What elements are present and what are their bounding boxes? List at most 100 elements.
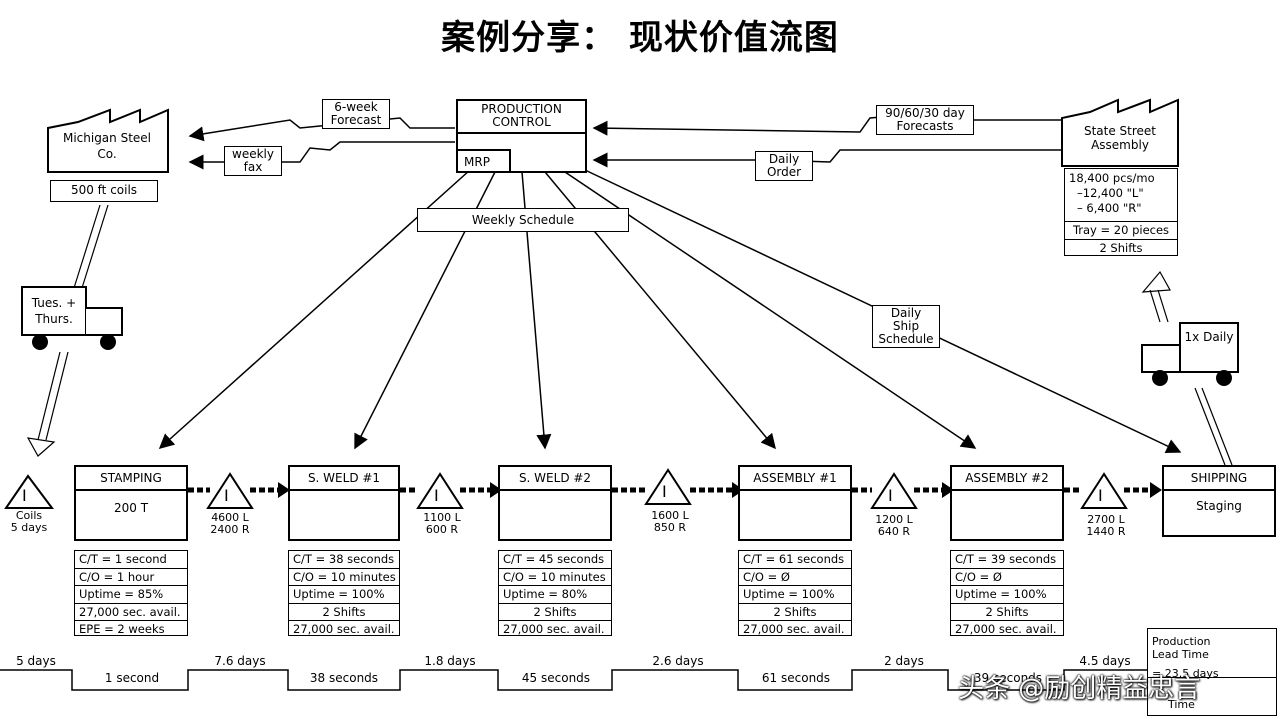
inventory-line2: 2400 R [210, 523, 250, 536]
inventory-letter: I [662, 482, 667, 501]
timeline-wait: 1.8 days [424, 654, 476, 668]
page-title: 案例分享： 现状价值流图 [441, 18, 839, 58]
inventory-line1: 1200 L [875, 513, 913, 526]
customer-truck-graphic [1141, 322, 1239, 386]
watermark: 头条 @励创精益忠言 [958, 674, 1201, 704]
process-name: ASSEMBLY #1 [740, 467, 850, 491]
data-row: Uptime = 100% [951, 586, 1063, 604]
data-row: C/O = 1 hour [75, 569, 187, 587]
data-row: C/O = 10 minutes [289, 569, 399, 587]
data-row: 27,000 sec. avail. [75, 604, 187, 622]
timeline-line [0, 669, 1148, 691]
data-box-stamping: C/T = 1 second C/O = 1 hour Uptime = 85%… [74, 550, 188, 636]
customer-demand: 18,400 pcs/mo –12,400 "L" – 6,400 "R" [1065, 169, 1177, 222]
timeline-process-time: 45 seconds [521, 671, 591, 685]
inventory-line2: 600 R [425, 523, 459, 536]
inventory-line2: 5 days [10, 521, 48, 534]
supplier-factory-outline [47, 108, 169, 173]
supplier-data: 500 ft coils [50, 180, 158, 202]
data-row: EPE = 2 weeks [79, 622, 165, 637]
lead-time-value: = 23.5 days [1152, 667, 1219, 680]
supplier-truck-graphic [21, 286, 123, 350]
data-row: 27,000 sec. avail. [293, 622, 395, 637]
data-box-assembly-1: C/T = 61 seconds C/O = Ø Uptime = 100% 2… [738, 550, 852, 636]
timeline-wait: 2 days [884, 654, 924, 668]
process-assembly-1: ASSEMBLY #1 [738, 465, 852, 541]
daily-ship-schedule-label: Daily Ship Schedule [872, 305, 940, 348]
inventory-letter: I [224, 486, 229, 505]
process-name: STAMPING [76, 467, 186, 491]
process-body [952, 491, 1062, 501]
data-row: Uptime = 100% [739, 586, 851, 604]
inventory-line2: 850 R [653, 521, 687, 534]
data-row: C/T = 61 seconds [739, 551, 851, 569]
data-row: 2 Shifts [951, 604, 1063, 622]
process-body [740, 491, 850, 501]
inventory-line1: 2700 L [1087, 513, 1125, 526]
inventory-letter: I [1098, 486, 1103, 505]
customer-truck-label: 1x Daily [1184, 330, 1234, 344]
inventory-letter: I [22, 486, 27, 505]
customer-demand-r: – 6,400 "R" [1077, 201, 1142, 215]
data-row: Uptime = 80% [499, 586, 611, 604]
inventory-assy2-shipping: 2700 L 1440 R [1076, 514, 1136, 538]
day-forecasts-label: 90/60/30 day Forecasts [876, 105, 974, 135]
customer-demand-l: –12,400 "L" [1077, 186, 1144, 200]
customer-data-box: 18,400 pcs/mo –12,400 "L" – 6,400 "R" Tr… [1064, 168, 1178, 256]
data-row: 2 Shifts [499, 604, 611, 622]
six-week-forecast-label: 6-week Forecast [322, 99, 390, 129]
process-weld-1: S. WELD #1 [288, 465, 400, 541]
inventory-coils: Coils 5 days [2, 510, 56, 534]
weekly-schedule-label: Weekly Schedule [417, 208, 629, 232]
process-body: Staging [1196, 499, 1242, 513]
daily-order-label: Daily Order [755, 151, 813, 181]
customer-tray: Tray = 20 pieces [1065, 222, 1177, 240]
production-control-title: PRODUCTION CONTROL [458, 103, 585, 134]
process-name: SHIPPING [1164, 467, 1274, 491]
timeline-process-time: 38 seconds [309, 671, 379, 685]
inventory-line2: 640 R [877, 525, 911, 538]
data-row: C/T = 39 seconds [951, 551, 1063, 569]
mrp-box: MRP [456, 149, 511, 173]
data-row: 2 Shifts [289, 604, 399, 622]
supplier-truck-label: Tues. + Thurs. [31, 296, 77, 326]
process-weld-2: S. WELD #2 [498, 465, 612, 541]
data-row: C/O = Ø [739, 569, 851, 587]
inventory-weld1-weld2: 1100 L 600 R [412, 512, 472, 536]
data-box-assembly-2: C/T = 39 seconds C/O = Ø Uptime = 100% 2… [950, 550, 1064, 636]
lead-time-row: Production Lead Time = 23.5 days [1148, 629, 1276, 680]
inventory-stamping-weld1: 4600 L 2400 R [200, 512, 260, 536]
inventory-line1: 1600 L [651, 509, 689, 522]
data-row: Uptime = 85% [75, 586, 187, 604]
supplier-name: Michigan Steel Co. [62, 131, 152, 161]
schedule-arrow-5 [564, 171, 977, 449]
inventory-weld2-assy1: 1600 L 850 R [640, 510, 700, 534]
inventory-line2: 1440 R [1086, 525, 1126, 538]
processing-time-label: Time [1168, 698, 1195, 711]
process-name: S. WELD #1 [290, 467, 398, 491]
data-row: C/T = 1 second [75, 551, 187, 569]
lead-time-summary: Production Lead Time = 23.5 days Time [1147, 628, 1277, 716]
customer-shipment-line [1194, 387, 1233, 466]
process-shipping: SHIPPING Staging [1162, 465, 1276, 537]
data-box-weld-1: C/T = 38 seconds C/O = 10 minutes Uptime… [288, 550, 400, 636]
data-row: C/O = Ø [951, 569, 1063, 587]
inventory-line1: 4600 L [211, 511, 249, 524]
timeline-wait: 4.5 days [1079, 654, 1131, 668]
daily-order-line [592, 149, 1062, 168]
customer-name: State Street Assembly [1083, 124, 1157, 152]
inventory-assy1-assy2: 1200 L 640 R [864, 514, 924, 538]
timeline-process-time: 61 seconds [761, 671, 831, 685]
data-row: C/T = 45 seconds [499, 551, 611, 569]
data-box-weld-2: C/T = 45 seconds C/O = 10 minutes Uptime… [498, 550, 612, 636]
supplier-to-coils-arrow [26, 351, 69, 457]
inventory-letter: I [434, 486, 439, 505]
day-forecast-line [592, 109, 1062, 136]
timeline-wait: 7.6 days [214, 654, 266, 668]
data-row: C/O = 10 minutes [499, 569, 611, 587]
data-row: 27,000 sec. avail. [743, 622, 845, 637]
process-body: 200 T [113, 501, 149, 515]
data-row: Uptime = 100% [289, 586, 399, 604]
customer-shifts: 2 Shifts [1099, 240, 1143, 255]
